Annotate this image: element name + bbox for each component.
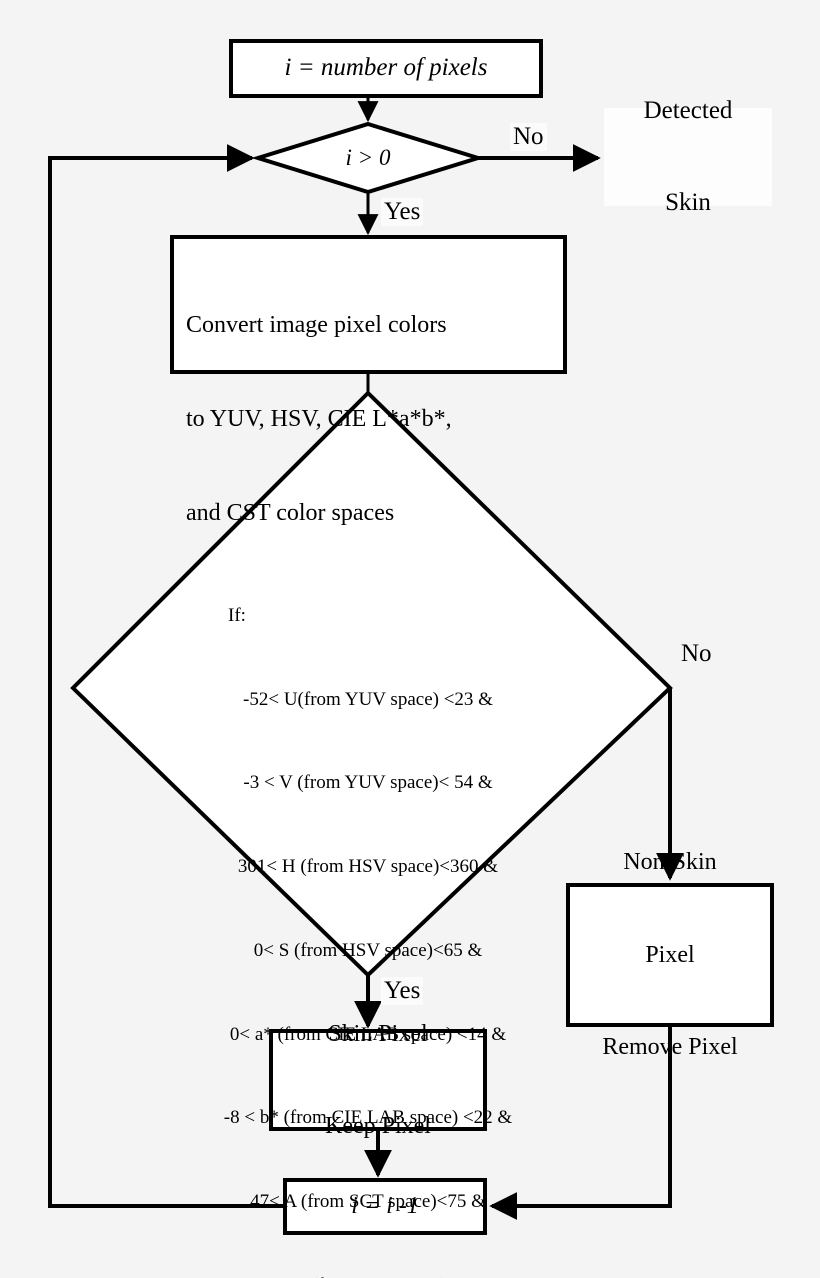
convert-node-label: Convert image pixel colors to YUV, HSV, … <box>186 248 558 591</box>
condition-line: 0< S (from HSV space)<65 & <box>253 939 483 961</box>
condition-line: -8 < b* (from CIE LAB space) <22 & <box>223 1107 513 1129</box>
skin-line1: Skin Pixel <box>328 1020 428 1047</box>
start-node-label: i = number of pixels <box>284 54 488 82</box>
edge-label-no-conditions: No <box>681 640 712 667</box>
non-skin-line2: Pixel <box>645 941 695 968</box>
convert-node-shape <box>170 235 567 374</box>
non-skin-node-shape <box>566 883 774 1027</box>
non-skin-line3: Remove Pixel <box>602 1033 738 1060</box>
edge-label-no-count: No <box>510 123 547 151</box>
start-node-shape <box>229 39 543 98</box>
edge-non-skin-to-decrement <box>489 1025 672 1220</box>
detected-skin-node: Detected Skin <box>604 97 772 216</box>
condition-line: 47< A (from SCT space)<75 & <box>250 1191 486 1213</box>
decrement-node-label: i = i -1 <box>351 1192 419 1219</box>
detected-skin-line1: Detected <box>643 97 733 124</box>
non-skin-node-label: Non-Skin Pixel Remove Pixel <box>568 849 772 1059</box>
non-skin-line1: Non-Skin <box>623 849 717 876</box>
condition-line: -52< U(from YUV space) <23 & <box>243 688 493 710</box>
condition-line: 0< a* (from CIE LAB space) <14 & <box>229 1023 507 1045</box>
detected-skin-line2: Skin <box>665 188 711 216</box>
condition-line: -3 < V (from YUV space)< 54 & <box>243 772 493 794</box>
edge-label-yes-conditions: Yes <box>381 977 424 1005</box>
condition-line: 301< H (from HSV space)<360 & <box>237 856 499 878</box>
skin-line2: Keep Pixel <box>325 1112 431 1139</box>
decision-conditions-label: If: -52< U(from YUV space) <23 & -3 < V … <box>108 546 628 1278</box>
convert-line1: Convert image pixel colors <box>186 312 447 339</box>
convert-line2: to YUV, HSV, CIE L*a*b*, <box>186 405 452 432</box>
edge-loop-back-to-decision <box>48 144 285 1208</box>
decrement-node-shape <box>283 1178 487 1235</box>
decision-count-label: i > 0 <box>345 145 391 170</box>
conditions-header: If: <box>228 604 246 626</box>
condition-line: 25< B (from SCT space)<46 <box>108 1272 628 1278</box>
convert-line3: and CST color spaces <box>186 499 395 526</box>
skin-node-shape <box>269 1029 487 1131</box>
edge-label-yes-count: Yes <box>381 198 424 226</box>
skin-node-label: Skin Pixel Keep Pixel <box>271 1021 485 1139</box>
